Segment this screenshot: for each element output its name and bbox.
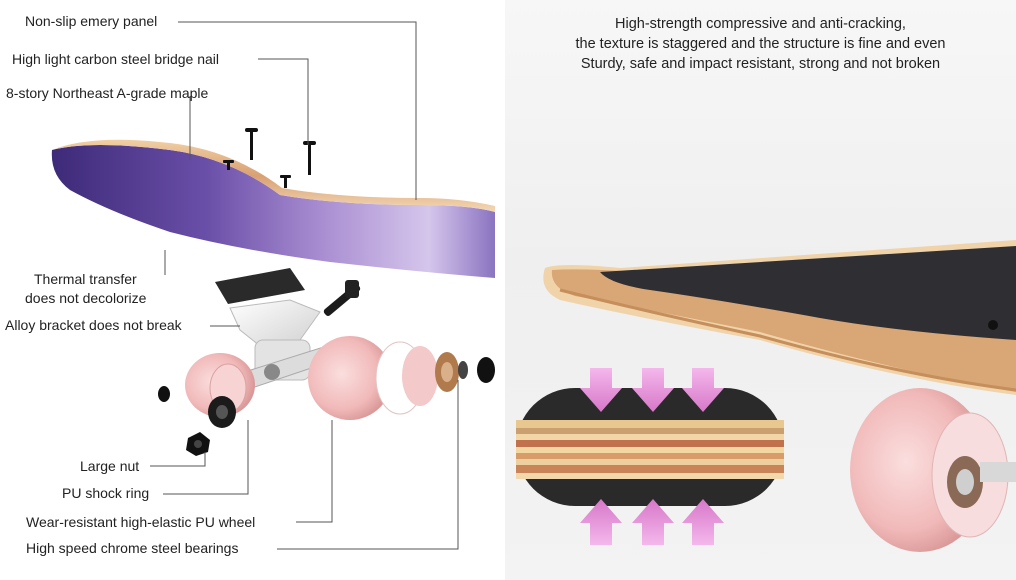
detail-deck (543, 240, 1016, 395)
label-nut: Large nut (80, 458, 140, 474)
alloy-bracket (229, 299, 336, 393)
label-thermal-line2: does not decolorize (25, 290, 147, 306)
pressure-arrow-icons (580, 368, 724, 545)
maple-cross-section (516, 388, 784, 506)
label-wheel: Wear-resistant high-elastic PU wheel (26, 514, 256, 530)
label-maple: 8-story Northeast A-grade maple (6, 85, 209, 101)
bridge-nail-icons (223, 128, 316, 188)
label-bridge-nail: High light carbon steel bridge nail (12, 51, 220, 67)
riser-pad (215, 268, 305, 304)
left-wheel (158, 353, 255, 428)
label-bracket: Alloy bracket does not break (5, 317, 182, 333)
caption-line3: Sturdy, safe and impact resistant, stron… (580, 56, 941, 72)
detail-wheel (850, 388, 1016, 552)
label-emery-panel: Non-slip emery panel (25, 13, 158, 29)
callout-lines (150, 21, 459, 550)
kingpin-bolt (323, 280, 361, 316)
label-bearings: High speed chrome steel bearings (26, 540, 239, 556)
caption-line2: the texture is staggered and the structu… (575, 36, 946, 52)
right-wheel (308, 336, 495, 420)
deck-top (51, 139, 496, 278)
large-nut-icon (186, 432, 210, 456)
label-shock-ring: PU shock ring (62, 485, 150, 501)
caption-line1: High-strength compressive and anti-crack… (615, 16, 906, 32)
label-thermal-line1: Thermal transfer (34, 271, 137, 287)
